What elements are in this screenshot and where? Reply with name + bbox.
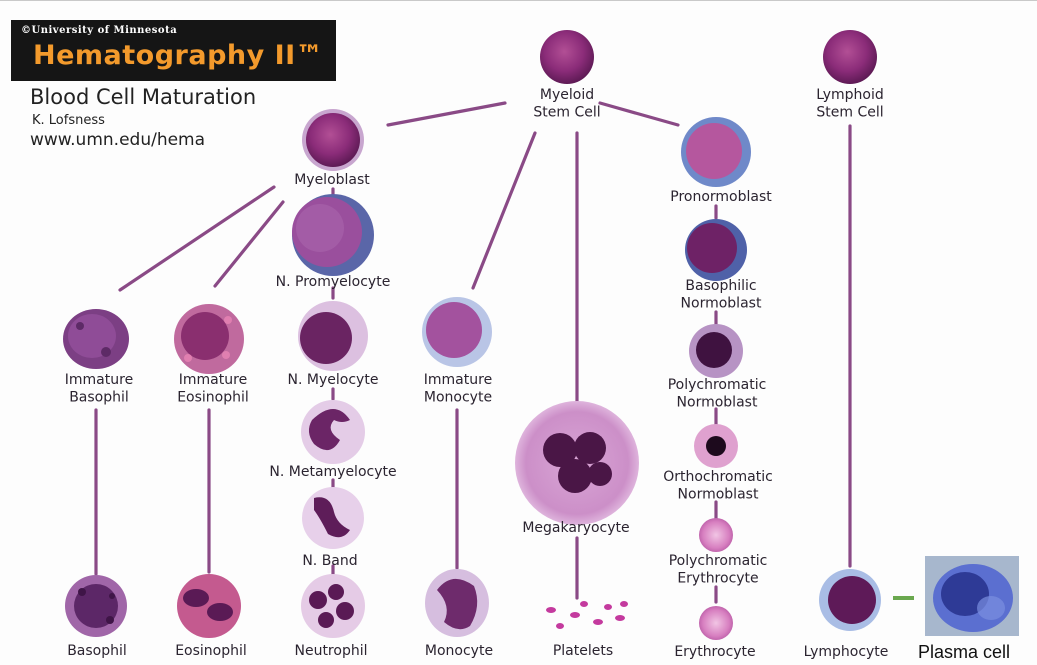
myeloblast-image [302, 109, 364, 171]
label-neutrophil: Neutrophil [294, 643, 367, 659]
label-myelocyte: N. Myelocyte [288, 372, 379, 388]
page-title: Blood Cell Maturation [30, 85, 257, 109]
erythrocyte-image [699, 606, 733, 640]
immature-monocyte-image [422, 297, 492, 367]
label-metamyelocyte: N. Metamyelocyte [269, 464, 396, 480]
label-megakaryocyte: Megakaryocyte [522, 520, 629, 536]
myelocyte-image [298, 301, 368, 371]
plasma-cell-label: Plasma cell [918, 642, 1011, 662]
basophilic-normoblast-image [685, 219, 747, 281]
connector-myeloblast-eosinophil [213, 200, 285, 288]
label-basophil: Basophil [67, 643, 127, 659]
polychromatic-normoblast-image [689, 324, 743, 378]
basophil-image [65, 575, 127, 637]
plasma-cell-connector [893, 596, 914, 600]
label-pronormoblast: Pronormoblast [670, 189, 772, 205]
connector-myeloblast-basophil [118, 185, 276, 292]
author-name: K. Lofsness [32, 113, 105, 128]
band-image [302, 487, 364, 549]
connector-myeloid-myeloblast [386, 101, 507, 127]
label-lymphocyte: Lymphocyte [804, 644, 889, 660]
connector-myeloid-monocyte [471, 131, 537, 290]
myeloid-stem-cell-image [540, 30, 594, 84]
immature-eosinophil-image [174, 304, 244, 374]
platelets-image [546, 601, 628, 629]
brand-title: Hematography II™ [33, 40, 324, 71]
monocyte-image [425, 569, 489, 637]
eosinophil-image [177, 574, 241, 638]
lymphoid-stem-cell-image [823, 30, 877, 84]
immature-basophil-image [63, 309, 129, 369]
label-band: N. Band [302, 553, 357, 569]
plasma-cell-image [925, 556, 1019, 636]
label-platelets: Platelets [553, 643, 613, 659]
connector-myeloid-pronormoblast [598, 101, 680, 127]
university-name: ©University of Minnesota [21, 25, 178, 36]
metamyelocyte-image [301, 400, 365, 464]
lymphocyte-image [819, 569, 881, 631]
orthochromatic-normoblast-image [694, 424, 738, 468]
pronormoblast-image [681, 117, 751, 187]
brand-banner: ©University of Minnesota Hematography II… [11, 20, 336, 81]
promyelocyte-image [292, 194, 374, 276]
top-divider [0, 0, 1037, 1]
label-eosinophil: Eosinophil [175, 643, 247, 659]
neutrophil-image [301, 574, 365, 638]
source-url: www.umn.edu/hema [30, 130, 206, 150]
label-erythrocyte: Erythrocyte [674, 644, 755, 660]
label-monocyte: Monocyte [425, 643, 493, 659]
label-promyelocyte: N. Promyelocyte [276, 274, 391, 290]
label-myeloblast: Myeloblast [294, 172, 370, 188]
polychromatic-erythrocyte-image [699, 518, 733, 552]
megakaryocyte-image [515, 401, 639, 525]
